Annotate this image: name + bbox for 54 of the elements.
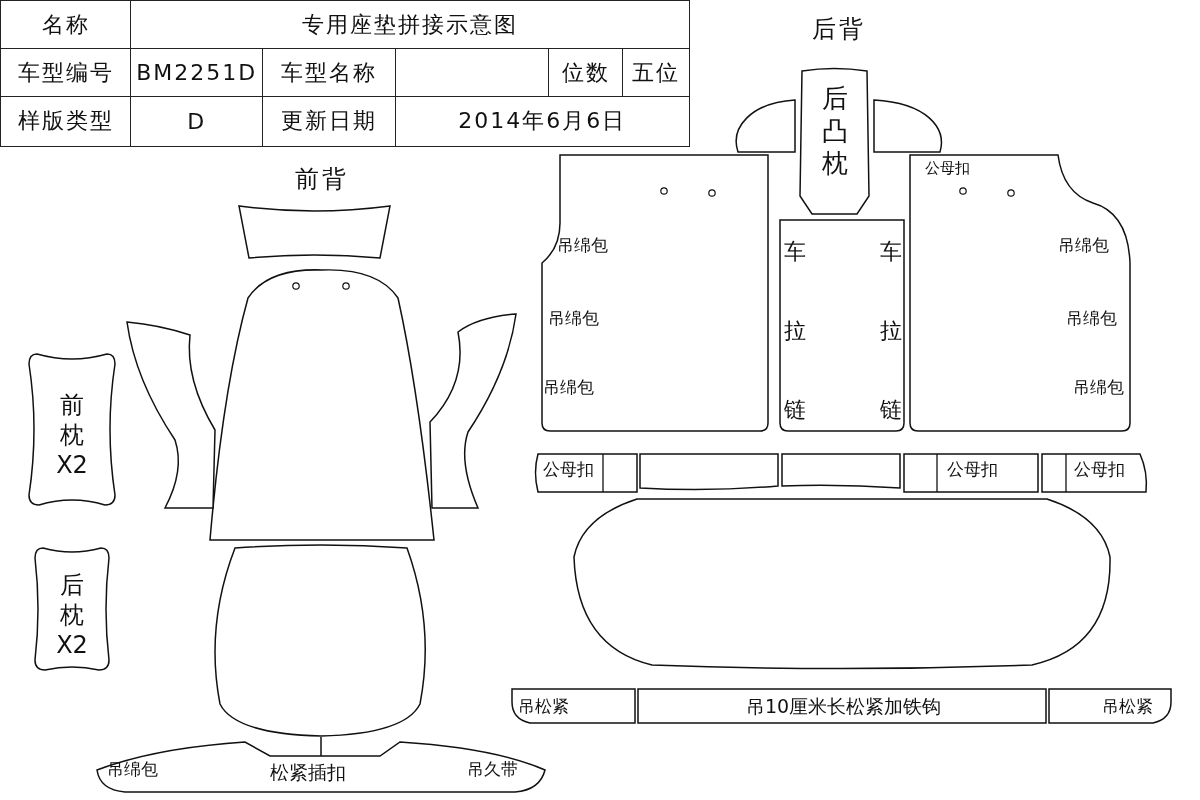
table-cell: 名称 [0, 0, 132, 50]
pattern-piece [237, 204, 392, 261]
table-cell: 五位 [622, 48, 690, 98]
piece-label: 吊10厘米长松紧加铁钩 [746, 696, 942, 718]
pattern-piece [208, 268, 436, 543]
piece-label: 吊久带 [467, 760, 518, 780]
pattern-piece [908, 153, 1133, 433]
pattern-piece [1047, 687, 1173, 725]
piece-label: 前枕X2 [55, 390, 89, 480]
pattern-piece [27, 352, 117, 507]
heading: 后背 [812, 16, 866, 44]
piece-label: 吊绵包 [1073, 378, 1124, 398]
piece-label: 松紧插扣 [270, 762, 346, 784]
pattern-piece [95, 740, 547, 796]
piece-label: 后枕X2 [55, 570, 89, 660]
piece-label: 吊绵包 [1066, 309, 1117, 329]
piece-label: 后凸枕 [821, 82, 849, 180]
table-cell: 2014年6月6日 [395, 96, 690, 147]
seam-note: 车拉链 [880, 222, 902, 462]
table-cell: 车型编号 [0, 48, 132, 98]
pattern-piece [636, 687, 1048, 725]
pattern-piece [638, 452, 780, 492]
pattern-piece [572, 497, 1112, 669]
piece-label: 吊绵包 [107, 760, 158, 780]
piece-label: 吊绵包 [557, 236, 608, 256]
table-cell: BM2251D [130, 48, 264, 98]
pattern-piece [1040, 452, 1150, 494]
piece-label: 公母扣 [925, 160, 970, 178]
pattern-piece [33, 546, 111, 672]
seam-note: 车拉链 [784, 222, 806, 462]
table-cell: 专用座垫拼接示意图 [130, 0, 690, 50]
pattern-piece [428, 312, 518, 512]
table-cell: 更新日期 [262, 96, 397, 147]
table-cell: 位数 [548, 48, 624, 98]
pattern-piece [533, 452, 639, 494]
piece-label: 吊松紧 [1102, 697, 1153, 717]
piece-label: 吊绵包 [548, 309, 599, 329]
pattern-piece [778, 218, 906, 433]
pattern-piece [902, 452, 1040, 494]
piece-label: 公母扣 [1074, 460, 1125, 480]
piece-label: 公母扣 [947, 460, 998, 480]
strap-line [320, 736, 322, 757]
table-cell: 样版类型 [0, 96, 132, 147]
table-cell: D [130, 96, 264, 147]
pattern-piece [510, 687, 637, 725]
piece-label: 吊松紧 [518, 697, 569, 717]
piece-label: 吊绵包 [1058, 236, 1109, 256]
table-cell: 车型名称 [262, 48, 397, 98]
piece-label: 吊绵包 [543, 378, 594, 398]
piece-label: 公母扣 [543, 460, 594, 480]
pattern-piece [540, 153, 770, 433]
pattern-piece [780, 452, 902, 492]
pattern-piece [125, 320, 217, 512]
heading: 前背 [295, 166, 349, 194]
